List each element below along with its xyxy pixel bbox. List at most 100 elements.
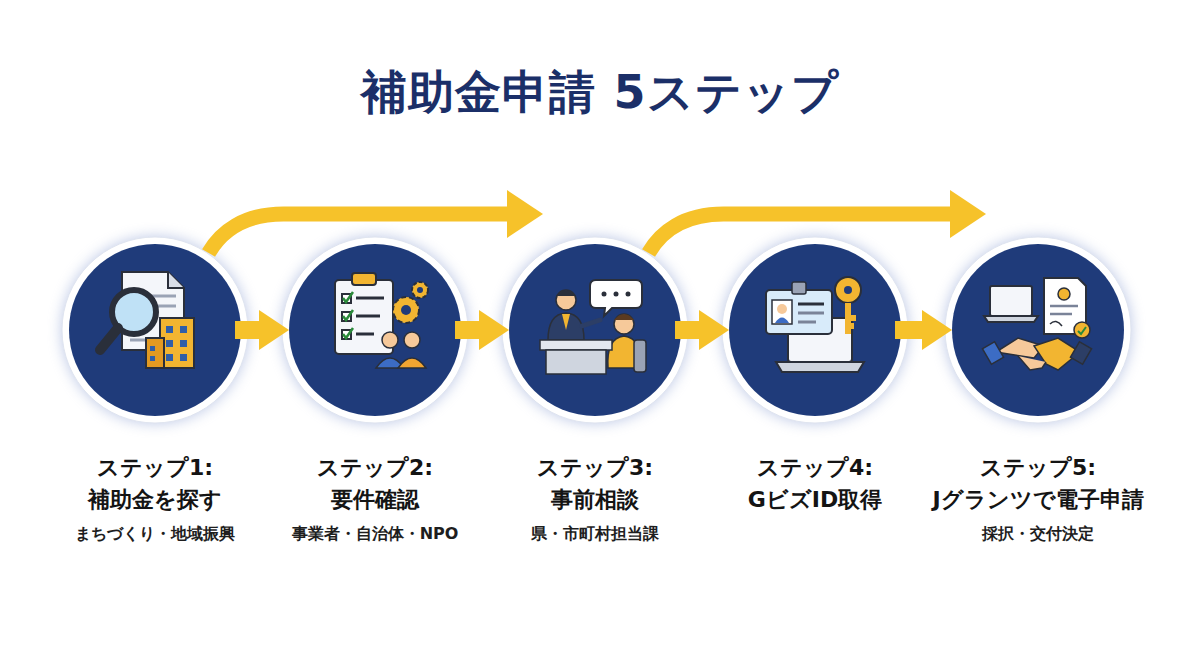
id-key-icon-part [844,286,852,294]
id-key-icon-part [766,290,832,334]
step-detail: 事業者・自治体・NPO [247,523,503,545]
application-icon-part [1050,305,1078,308]
search-icon-part [180,340,187,347]
consultation-icon-part [562,314,570,330]
consultation-icon-part [556,290,576,296]
consultation-icon-part [634,340,646,372]
flow-arrow [209,190,543,253]
step-label: ステップ3:事前相談県・市町村担当課 [467,452,723,545]
arrow-head [259,310,289,350]
checklist-icon-part [343,310,353,320]
application-icon-part [1050,321,1062,326]
step-heading: ステップ5: [910,452,1166,484]
id-key-icon-part [835,277,861,303]
application-icon-part [1044,278,1086,334]
checklist-icon-part [404,332,420,348]
flow-arrow [649,190,986,253]
circle-fill [729,244,901,416]
application-icon-part [1078,327,1086,334]
circle-fill [509,244,681,416]
search-icon-part [150,346,155,351]
checklist-icon-part [412,282,428,298]
application-icon-part [982,342,1003,365]
checklist-icon-part [356,297,384,300]
checklist-icon-part [343,328,353,338]
application-icon-part [1058,288,1070,300]
application-icon-part [996,338,1044,358]
application-icon-part [990,286,1032,316]
search-icon-part [166,326,173,333]
id-key-icon-part [776,362,864,372]
circle-outline [281,236,469,424]
circle-ring [62,237,248,423]
search-icon-part [130,339,150,342]
flow-arrow [895,310,952,350]
circle-outline [501,236,689,424]
step-heading: ステップ1: [27,452,283,484]
step-heading: 事前相談 [467,484,723,516]
id-key-icon-part [788,318,852,362]
circle-fill [69,244,241,416]
checklist-icon-part [342,330,351,339]
application-icon [982,278,1091,370]
circle-ring [945,237,1131,423]
checklist-icon-part [335,280,393,354]
step-heading: 補助金を探す [27,484,283,516]
flow-arrow [455,310,509,350]
application-icon-part [1050,313,1072,316]
arrow-shaft [895,321,924,339]
search-icon-part [166,354,173,361]
checklist-icon-part [401,305,411,315]
application-icon-part [1074,322,1090,338]
application-icon-part [1018,356,1046,370]
circle-outline [944,236,1132,424]
step-heading: ステップ4: [687,452,943,484]
step-detail: 採択・交付決定 [910,523,1166,545]
step-circle: ステップ2:要件確認事業者・自治体・NPO [281,236,469,424]
circle-ring [722,237,908,423]
search-icon-part [112,290,156,334]
id-key-icon-part [798,321,816,324]
consultation-icon-part [614,314,634,334]
consultation-icon-part [582,320,600,326]
id-key-icon-part [798,303,824,306]
checklist-icon-part [356,333,374,336]
checklist-icon-part [342,312,351,321]
step-label: ステップ4:GビズID取得 [687,452,943,516]
step-circle: ステップ4:GビズID取得 [721,236,909,424]
step-circle: ステップ5:Jグランツで電子申請採択・交付決定 [944,236,1132,424]
step-heading: GビズID取得 [687,484,943,516]
circle-fill [289,244,461,416]
search-icon-part [166,340,173,347]
checklist-icon [335,273,428,368]
search-icon-part [180,326,187,333]
step-heading: ステップ2: [247,452,503,484]
consultation-icon [540,280,646,374]
arrow-shaft [235,321,261,339]
search-icon-part [152,305,176,308]
id-key-icon-part [792,282,806,294]
application-icon-part [1070,342,1091,365]
arrow-shaft [455,321,481,339]
search-icon-part [100,328,118,350]
search-icon-part [180,354,187,361]
circle-outline [721,236,909,424]
application-icon-part [1034,338,1080,370]
arrow-head [479,310,509,350]
arrow-curve [209,214,509,253]
checklist-icon-part [398,358,426,368]
checklist-icon-part [352,273,376,285]
step-detail: まちづくり・地域振興 [27,523,283,545]
checklist-icon-part [343,292,353,302]
step-circle: ステップ1:補助金を探すまちづくり・地域振興 [61,236,249,424]
circle-ring [502,237,688,423]
consultation-icon-part [556,290,576,310]
step-label: ステップ5:Jグランツで電子申請採択・交付決定 [910,452,1166,545]
checklist-icon-part [393,297,419,323]
checklist-icon-part [382,332,398,348]
consultation-icon-part [540,340,612,350]
search-icon-part [160,318,194,368]
consultation-icon-part [548,313,584,340]
search-icon [100,272,194,368]
